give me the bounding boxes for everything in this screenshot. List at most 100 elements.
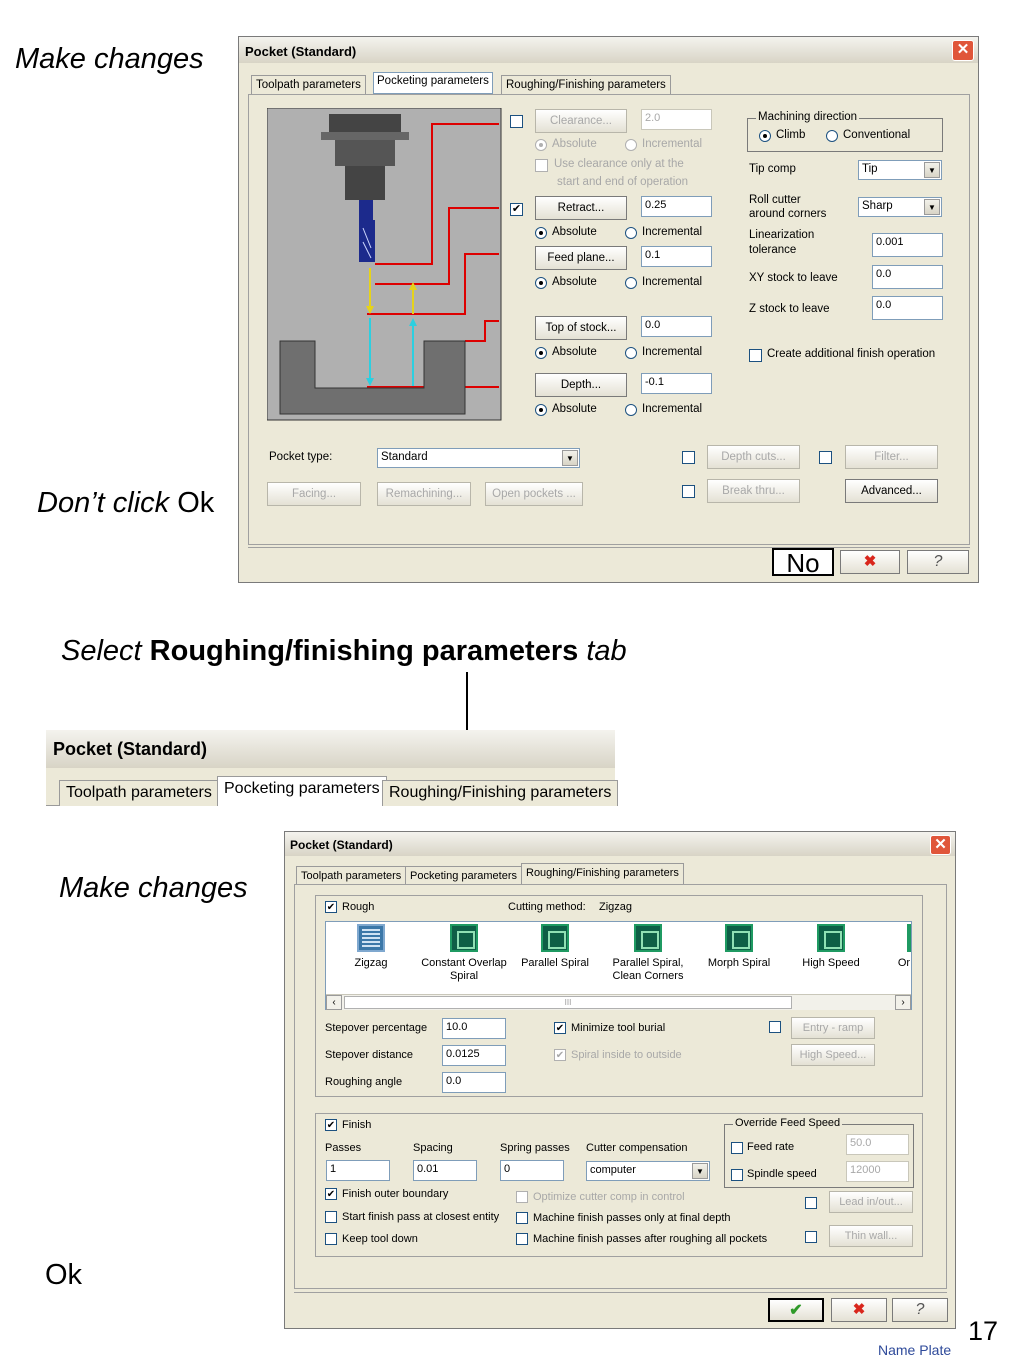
tip-comp-select[interactable]: Tip▼ [858, 160, 942, 180]
entry-ramp-checkbox[interactable] [769, 1021, 781, 1033]
clearance-absolute-radio[interactable] [535, 139, 547, 151]
scroll-right-icon[interactable]: › [895, 995, 911, 1010]
z-stock-input[interactable]: 0.0 [872, 296, 943, 320]
feed-rate-checkbox[interactable] [731, 1142, 743, 1154]
facing-button[interactable]: Facing... [267, 482, 361, 506]
feed-plane-incremental-radio[interactable] [625, 277, 637, 289]
morph-spiral-icon[interactable] [725, 924, 753, 952]
cancel-button[interactable]: ✖ [840, 550, 900, 574]
break-thru-button[interactable]: Break thru... [707, 479, 800, 503]
pocket-type-select[interactable]: Standard▼ [377, 448, 580, 468]
method-high-speed-label[interactable]: High Speed [802, 957, 860, 969]
depth-input[interactable]: -0.1 [641, 373, 712, 394]
depth-cuts-checkbox[interactable] [682, 451, 695, 464]
retract-input[interactable]: 0.25 [641, 196, 712, 217]
thin-wall-button[interactable]: Thin wall... [829, 1225, 913, 1247]
top-of-stock-incremental-radio[interactable] [625, 347, 637, 359]
method-parallel-clean-label[interactable]: Parallel Spiral, Clean Corners [612, 957, 684, 982]
depth-absolute-radio[interactable] [535, 404, 547, 416]
spindle-speed-input[interactable]: 12000 [846, 1161, 909, 1182]
high-speed-button[interactable]: High Speed... [791, 1044, 875, 1066]
help-button[interactable]: ? [892, 1298, 948, 1322]
constant-overlap-spiral-icon[interactable] [450, 924, 478, 952]
tab2-toolpath-parameters[interactable]: Toolpath parameters [296, 866, 407, 885]
tabstrip-tab-toolpath[interactable]: Toolpath parameters [59, 780, 219, 806]
tabstrip-tab-roughing[interactable]: Roughing/Finishing parameters [382, 780, 619, 806]
top-of-stock-button[interactable]: Top of stock... [535, 316, 627, 340]
method-constant-overlap-label[interactable]: Constant Overlap Spiral [421, 957, 507, 982]
xy-stock-input[interactable]: 0.0 [872, 265, 943, 289]
depth-cuts-button[interactable]: Depth cuts... [707, 445, 800, 469]
high-speed-icon[interactable] [817, 924, 845, 952]
rough-checkbox[interactable]: ✔ [325, 901, 337, 913]
clearance-input[interactable]: 2.0 [641, 109, 712, 130]
feed-plane-input[interactable]: 0.1 [641, 246, 712, 267]
retract-incremental-radio[interactable] [625, 227, 637, 239]
finish-checkbox[interactable]: ✔ [325, 1119, 337, 1131]
lead-in-checkbox[interactable] [805, 1197, 817, 1209]
spiral-inside-checkbox[interactable]: ✔ [554, 1049, 566, 1061]
clearance-checkbox[interactable] [510, 115, 523, 128]
parallel-spiral-clean-corners-icon[interactable] [634, 924, 662, 952]
tab-pocketing-parameters[interactable]: Pocketing parameters [373, 72, 493, 94]
tab-roughing-finishing[interactable]: Roughing/Finishing parameters [501, 75, 671, 94]
retract-absolute-radio[interactable] [535, 227, 547, 239]
tabstrip-tab-pocketing[interactable]: Pocketing parameters [217, 776, 387, 806]
passes-input[interactable]: 1 [326, 1160, 390, 1181]
final-depth-checkbox[interactable] [516, 1212, 528, 1224]
clearance-incremental-radio[interactable] [625, 139, 637, 151]
method-zigzag-label[interactable]: Zigzag [354, 957, 388, 969]
roughing-angle-input[interactable]: 0.0 [442, 1072, 506, 1093]
tab-toolpath-parameters[interactable]: Toolpath parameters [251, 75, 366, 94]
open-pockets-button[interactable]: Open pockets ... [485, 482, 583, 506]
method-parallel-spiral-label[interactable]: Parallel Spiral [521, 957, 589, 969]
scroll-left-icon[interactable]: ‹ [326, 995, 342, 1010]
spring-passes-input[interactable]: 0 [500, 1160, 564, 1181]
roll-cutter-select[interactable]: Sharp▼ [858, 197, 942, 217]
advanced-button[interactable]: Advanced... [845, 479, 938, 503]
break-thru-checkbox[interactable] [682, 485, 695, 498]
linearization-input[interactable]: 0.001 [872, 233, 943, 257]
clearance-button[interactable]: Clearance... [535, 109, 627, 133]
depth-button[interactable]: Depth... [535, 373, 627, 397]
finish-outer-checkbox[interactable]: ✔ [325, 1188, 337, 1200]
method-scrollbar[interactable]: ‹ III › [326, 994, 911, 1010]
spindle-speed-checkbox[interactable] [731, 1169, 743, 1181]
retract-button[interactable]: Retract... [535, 196, 627, 220]
thin-wall-checkbox[interactable] [805, 1231, 817, 1243]
spacing-input[interactable]: 0.01 [413, 1160, 477, 1181]
keep-tool-down-checkbox[interactable] [325, 1233, 337, 1245]
conventional-radio[interactable] [826, 130, 838, 142]
start-closest-checkbox[interactable] [325, 1211, 337, 1223]
optimize-comp-checkbox[interactable] [516, 1191, 528, 1203]
minimize-burial-checkbox[interactable]: ✔ [554, 1022, 566, 1034]
use-clearance-checkbox[interactable] [535, 159, 548, 172]
ok-button[interactable]: ✔ [768, 1298, 824, 1322]
feed-rate-input[interactable]: 50.0 [846, 1134, 909, 1155]
stepover-pct-input[interactable]: 10.0 [442, 1018, 506, 1039]
method-morph-spiral-label[interactable]: Morph Spiral [707, 957, 771, 969]
retract-checkbox[interactable]: ✔ [510, 203, 523, 216]
tab2-pocketing-parameters[interactable]: Pocketing parameters [405, 866, 522, 885]
filter-checkbox[interactable] [819, 451, 832, 464]
climb-radio[interactable] [759, 130, 771, 142]
cancel-button[interactable]: ✖ [831, 1298, 887, 1322]
tab2-roughing-finishing[interactable]: Roughing/Finishing parameters [521, 863, 684, 885]
stepover-dist-input[interactable]: 0.0125 [442, 1045, 506, 1066]
feed-plane-absolute-radio[interactable] [535, 277, 547, 289]
top-of-stock-absolute-radio[interactable] [535, 347, 547, 359]
remachining-button[interactable]: Remachining... [377, 482, 471, 506]
create-finish-checkbox[interactable] [749, 349, 762, 362]
close-icon[interactable]: ✕ [930, 835, 951, 855]
after-roughing-checkbox[interactable] [516, 1233, 528, 1245]
top-of-stock-input[interactable]: 0.0 [641, 316, 712, 337]
parallel-spiral-icon[interactable] [541, 924, 569, 952]
no-button[interactable]: No [772, 548, 834, 576]
zigzag-icon[interactable] [357, 924, 385, 952]
close-icon[interactable]: ✕ [952, 40, 974, 61]
cutter-comp-select[interactable]: computer▼ [586, 1161, 710, 1181]
filter-button[interactable]: Filter... [845, 445, 938, 469]
entry-ramp-button[interactable]: Entry - ramp [791, 1017, 875, 1039]
depth-incremental-radio[interactable] [625, 404, 637, 416]
scroll-thumb[interactable]: III [344, 996, 792, 1009]
